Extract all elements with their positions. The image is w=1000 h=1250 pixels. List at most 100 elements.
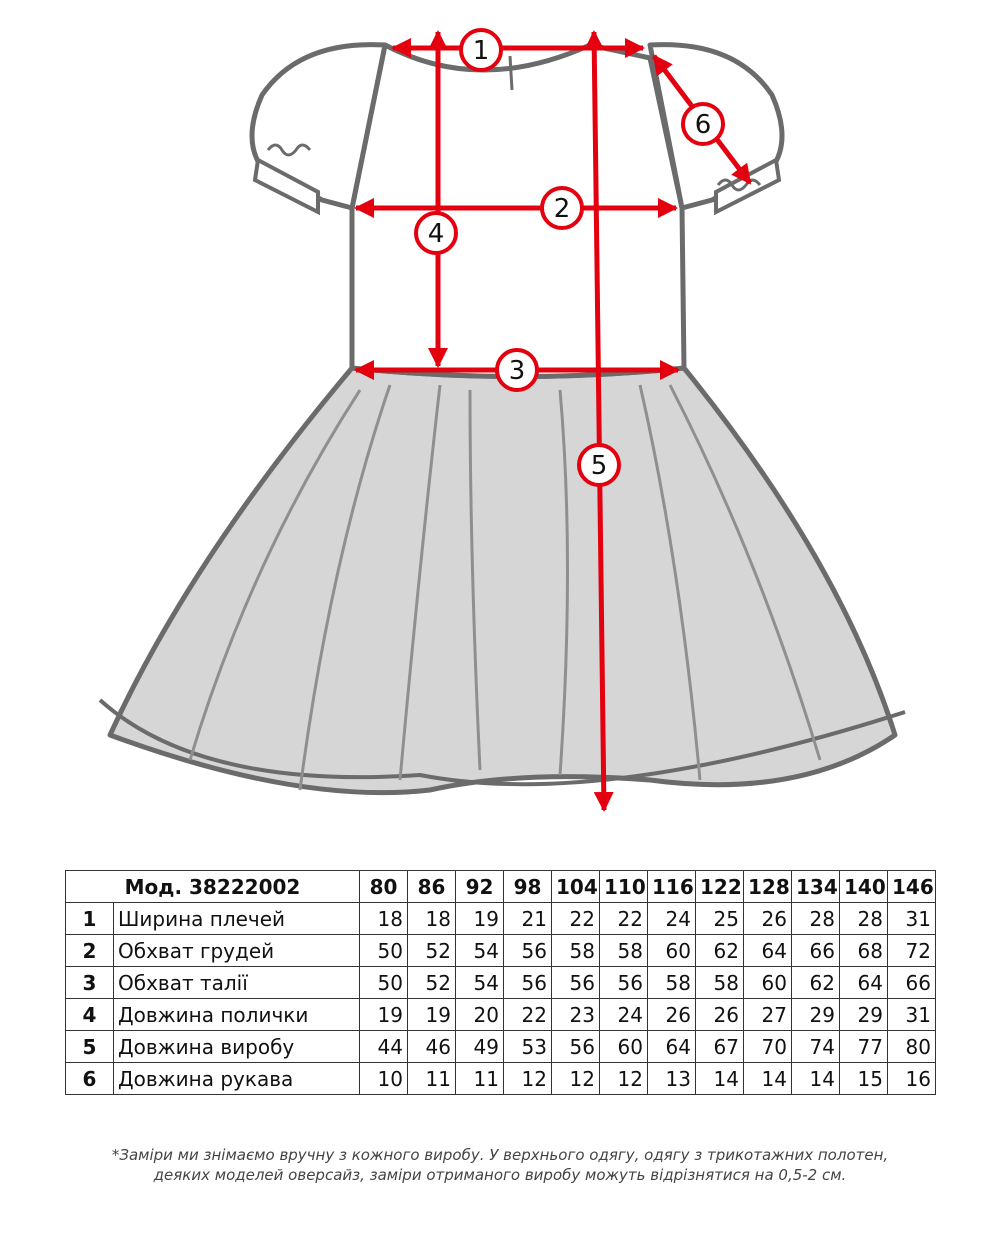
- measurement-value: 21: [503, 902, 552, 935]
- size-header: 122: [695, 870, 744, 903]
- measurement-value: 15: [839, 1062, 888, 1095]
- skirt: [98, 365, 906, 796]
- measurement-value: 64: [743, 934, 792, 967]
- measurement-value: 64: [647, 1030, 696, 1063]
- footnote: *Заміри ми знімаємо вручну з кожного вир…: [0, 1145, 1000, 1185]
- measurement-value: 44: [359, 1030, 408, 1063]
- marker-2: 2: [540, 186, 584, 230]
- measurement-name: Обхват талії: [113, 966, 360, 999]
- measurement-value: 29: [839, 998, 888, 1031]
- measurement-value: 14: [791, 1062, 840, 1095]
- row-index: 2: [65, 934, 114, 967]
- measurement-value: 53: [503, 1030, 552, 1063]
- measurement-value: 54: [455, 966, 504, 999]
- measurement-value: 77: [839, 1030, 888, 1063]
- size-header: 104: [551, 870, 600, 903]
- bodice: [349, 42, 687, 379]
- size-table: Мод. 38222002 80 86 92 98 104 110 116 12…: [65, 870, 936, 1095]
- measurement-name: Обхват грудей: [113, 934, 360, 967]
- measurement-name: Довжина полички: [113, 998, 360, 1031]
- measurement-value: 58: [551, 934, 600, 967]
- measurement-value: 52: [407, 934, 456, 967]
- svg-text:4: 4: [428, 219, 445, 249]
- measurement-value: 26: [647, 998, 696, 1031]
- measurement-value: 58: [695, 966, 744, 999]
- measurement-value: 60: [743, 966, 792, 999]
- measurement-value: 16: [887, 1062, 936, 1095]
- measurement-value: 25: [695, 902, 744, 935]
- measurement-value: 18: [407, 902, 456, 935]
- measurement-value: 12: [503, 1062, 552, 1095]
- svg-text:5: 5: [591, 451, 608, 481]
- marker-5: 5: [577, 443, 621, 487]
- measurement-value: 26: [743, 902, 792, 935]
- measurement-value: 31: [887, 902, 936, 935]
- measurement-value: 18: [359, 902, 408, 935]
- measurement-value: 12: [551, 1062, 600, 1095]
- measurement-name: Довжина виробу: [113, 1030, 360, 1063]
- measurement-value: 19: [455, 902, 504, 935]
- measurement-value: 56: [503, 934, 552, 967]
- measurement-value: 62: [695, 934, 744, 967]
- size-header: 110: [599, 870, 648, 903]
- measurement-value: 26: [695, 998, 744, 1031]
- measurement-value: 67: [695, 1030, 744, 1063]
- measurement-value: 14: [695, 1062, 744, 1095]
- size-header: 128: [743, 870, 792, 903]
- measurement-value: 74: [791, 1030, 840, 1063]
- measurement-value: 22: [599, 902, 648, 935]
- dress-diagram: 1 2 3 4 5 6: [98, 28, 906, 812]
- measurement-value: 19: [407, 998, 456, 1031]
- measurement-value: 49: [455, 1030, 504, 1063]
- measurement-value: 54: [455, 934, 504, 967]
- footnote-line: *Заміри ми знімаємо вручну з кожного вир…: [111, 1146, 889, 1164]
- size-header: 116: [647, 870, 696, 903]
- measurement-value: 19: [359, 998, 408, 1031]
- measurement-value: 20: [455, 998, 504, 1031]
- measurement-value: 52: [407, 966, 456, 999]
- size-header: 86: [407, 870, 456, 903]
- measurement-value: 28: [839, 902, 888, 935]
- measurement-value: 62: [791, 966, 840, 999]
- svg-text:6: 6: [695, 110, 712, 140]
- measurement-name: Ширина плечей: [113, 902, 360, 935]
- measurement-value: 56: [599, 966, 648, 999]
- measurement-value: 80: [887, 1030, 936, 1063]
- row-index: 1: [65, 902, 114, 935]
- size-header: 92: [455, 870, 504, 903]
- measurement-value: 24: [599, 998, 648, 1031]
- measurement-value: 11: [407, 1062, 456, 1095]
- measurement-value: 64: [839, 966, 888, 999]
- measurement-value: 22: [551, 902, 600, 935]
- measurement-value: 12: [599, 1062, 648, 1095]
- measurement-value: 60: [599, 1030, 648, 1063]
- measurement-value: 56: [551, 1030, 600, 1063]
- measurement-value: 50: [359, 934, 408, 967]
- measurement-value: 58: [599, 934, 648, 967]
- measurement-value: 10: [359, 1062, 408, 1095]
- marker-1: 1: [459, 28, 503, 72]
- marker-4: 4: [414, 211, 458, 255]
- measurement-value: 28: [791, 902, 840, 935]
- size-header: 80: [359, 870, 408, 903]
- measurement-value: 70: [743, 1030, 792, 1063]
- measurement-value: 24: [647, 902, 696, 935]
- measurement-value: 23: [551, 998, 600, 1031]
- row-index: 3: [65, 966, 114, 999]
- svg-text:1: 1: [473, 36, 490, 66]
- measurement-value: 66: [791, 934, 840, 967]
- measurement-value: 58: [647, 966, 696, 999]
- footnote-line: деяких моделей оверсайз, заміри отримано…: [153, 1166, 847, 1184]
- measurement-value: 27: [743, 998, 792, 1031]
- measurement-value: 56: [503, 966, 552, 999]
- measurement-value: 13: [647, 1062, 696, 1095]
- measurement-value: 46: [407, 1030, 456, 1063]
- measurement-value: 14: [743, 1062, 792, 1095]
